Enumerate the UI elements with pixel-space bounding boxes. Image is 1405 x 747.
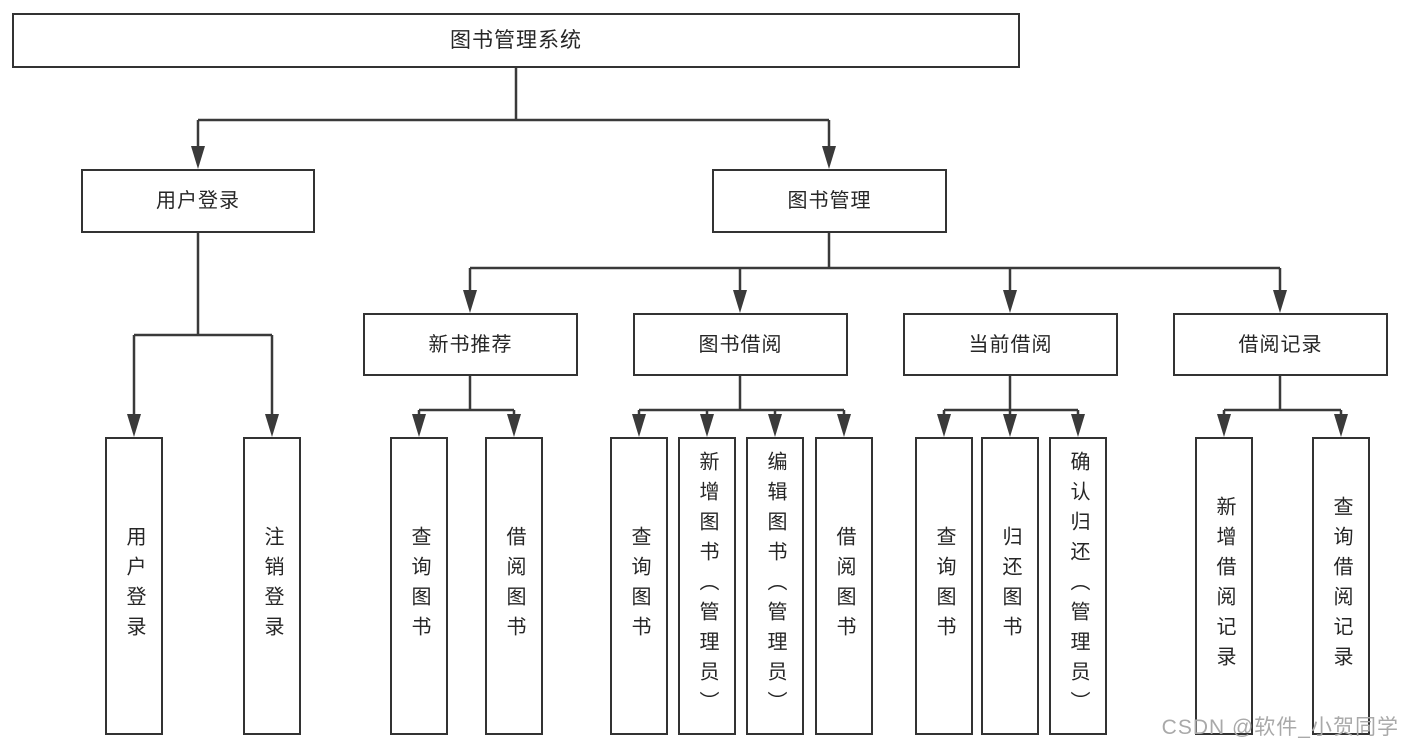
arrow-down-icon: [1334, 414, 1348, 437]
arrow-down-icon: [127, 414, 141, 437]
arrow-down-icon: [700, 414, 714, 437]
leaf-logout: 注销登录: [243, 437, 301, 735]
arrow-down-icon: [463, 290, 477, 313]
arrow-down-icon: [1217, 414, 1231, 437]
leaf-query-books: 查询图书: [915, 437, 973, 735]
leaf-add-borrow-record: 新增借阅记录: [1195, 437, 1253, 735]
leaf-add-books-admin: 新增图书（管理员）: [678, 437, 736, 735]
node-borrowing-records: 借阅记录: [1173, 313, 1388, 376]
connector-new-book-recommendation-to-leaves: [412, 376, 521, 437]
arrow-down-icon: [191, 146, 205, 169]
arrow-down-icon: [412, 414, 426, 437]
arrow-down-icon: [1071, 414, 1085, 437]
leaf-query-borrow-record: 查询借阅记录: [1312, 437, 1370, 735]
arrow-down-icon: [1273, 290, 1287, 313]
leaf-return-books: 归还图书: [981, 437, 1039, 735]
node-book-borrowing: 图书借阅: [633, 313, 848, 376]
leaf-confirm-return-admin: 确认归还（管理员）: [1049, 437, 1107, 735]
node-new-book-recommendation: 新书推荐: [363, 313, 578, 376]
watermark: CSDN @软件_小贺同学: [1161, 716, 1399, 739]
connector-book-borrowing-to-leaves: [632, 376, 851, 437]
leaf-borrow-books: 借阅图书: [815, 437, 873, 735]
leaf-edit-books-admin: 编辑图书（管理员）: [746, 437, 804, 735]
arrow-down-icon: [733, 290, 747, 313]
arrow-down-icon: [265, 414, 279, 437]
connector-user-login-to-leaves: [127, 233, 279, 437]
leaf-query-books: 查询图书: [390, 437, 448, 735]
node-book-management: 图书管理: [712, 169, 947, 233]
arrow-down-icon: [768, 414, 782, 437]
arrow-down-icon: [1003, 290, 1017, 313]
node-user-login: 用户登录: [81, 169, 315, 233]
connector-borrowing-records-to-leaves: [1217, 376, 1348, 437]
arrow-down-icon: [937, 414, 951, 437]
leaf-borrow-books: 借阅图书: [485, 437, 543, 735]
node-library-management-system: 图书管理系统: [12, 13, 1020, 68]
arrow-down-icon: [837, 414, 851, 437]
arrow-down-icon: [1003, 414, 1017, 437]
node-current-borrowing: 当前借阅: [903, 313, 1118, 376]
arrow-down-icon: [507, 414, 521, 437]
leaf-user-login: 用户登录: [105, 437, 163, 735]
arrow-down-icon: [632, 414, 646, 437]
connector-current-borrowing-to-leaves: [937, 376, 1085, 437]
connector-book-management-to-level3: [463, 233, 1287, 313]
leaf-query-books: 查询图书: [610, 437, 668, 735]
connector-root-to-level2: [191, 68, 836, 169]
arrow-down-icon: [822, 146, 836, 169]
